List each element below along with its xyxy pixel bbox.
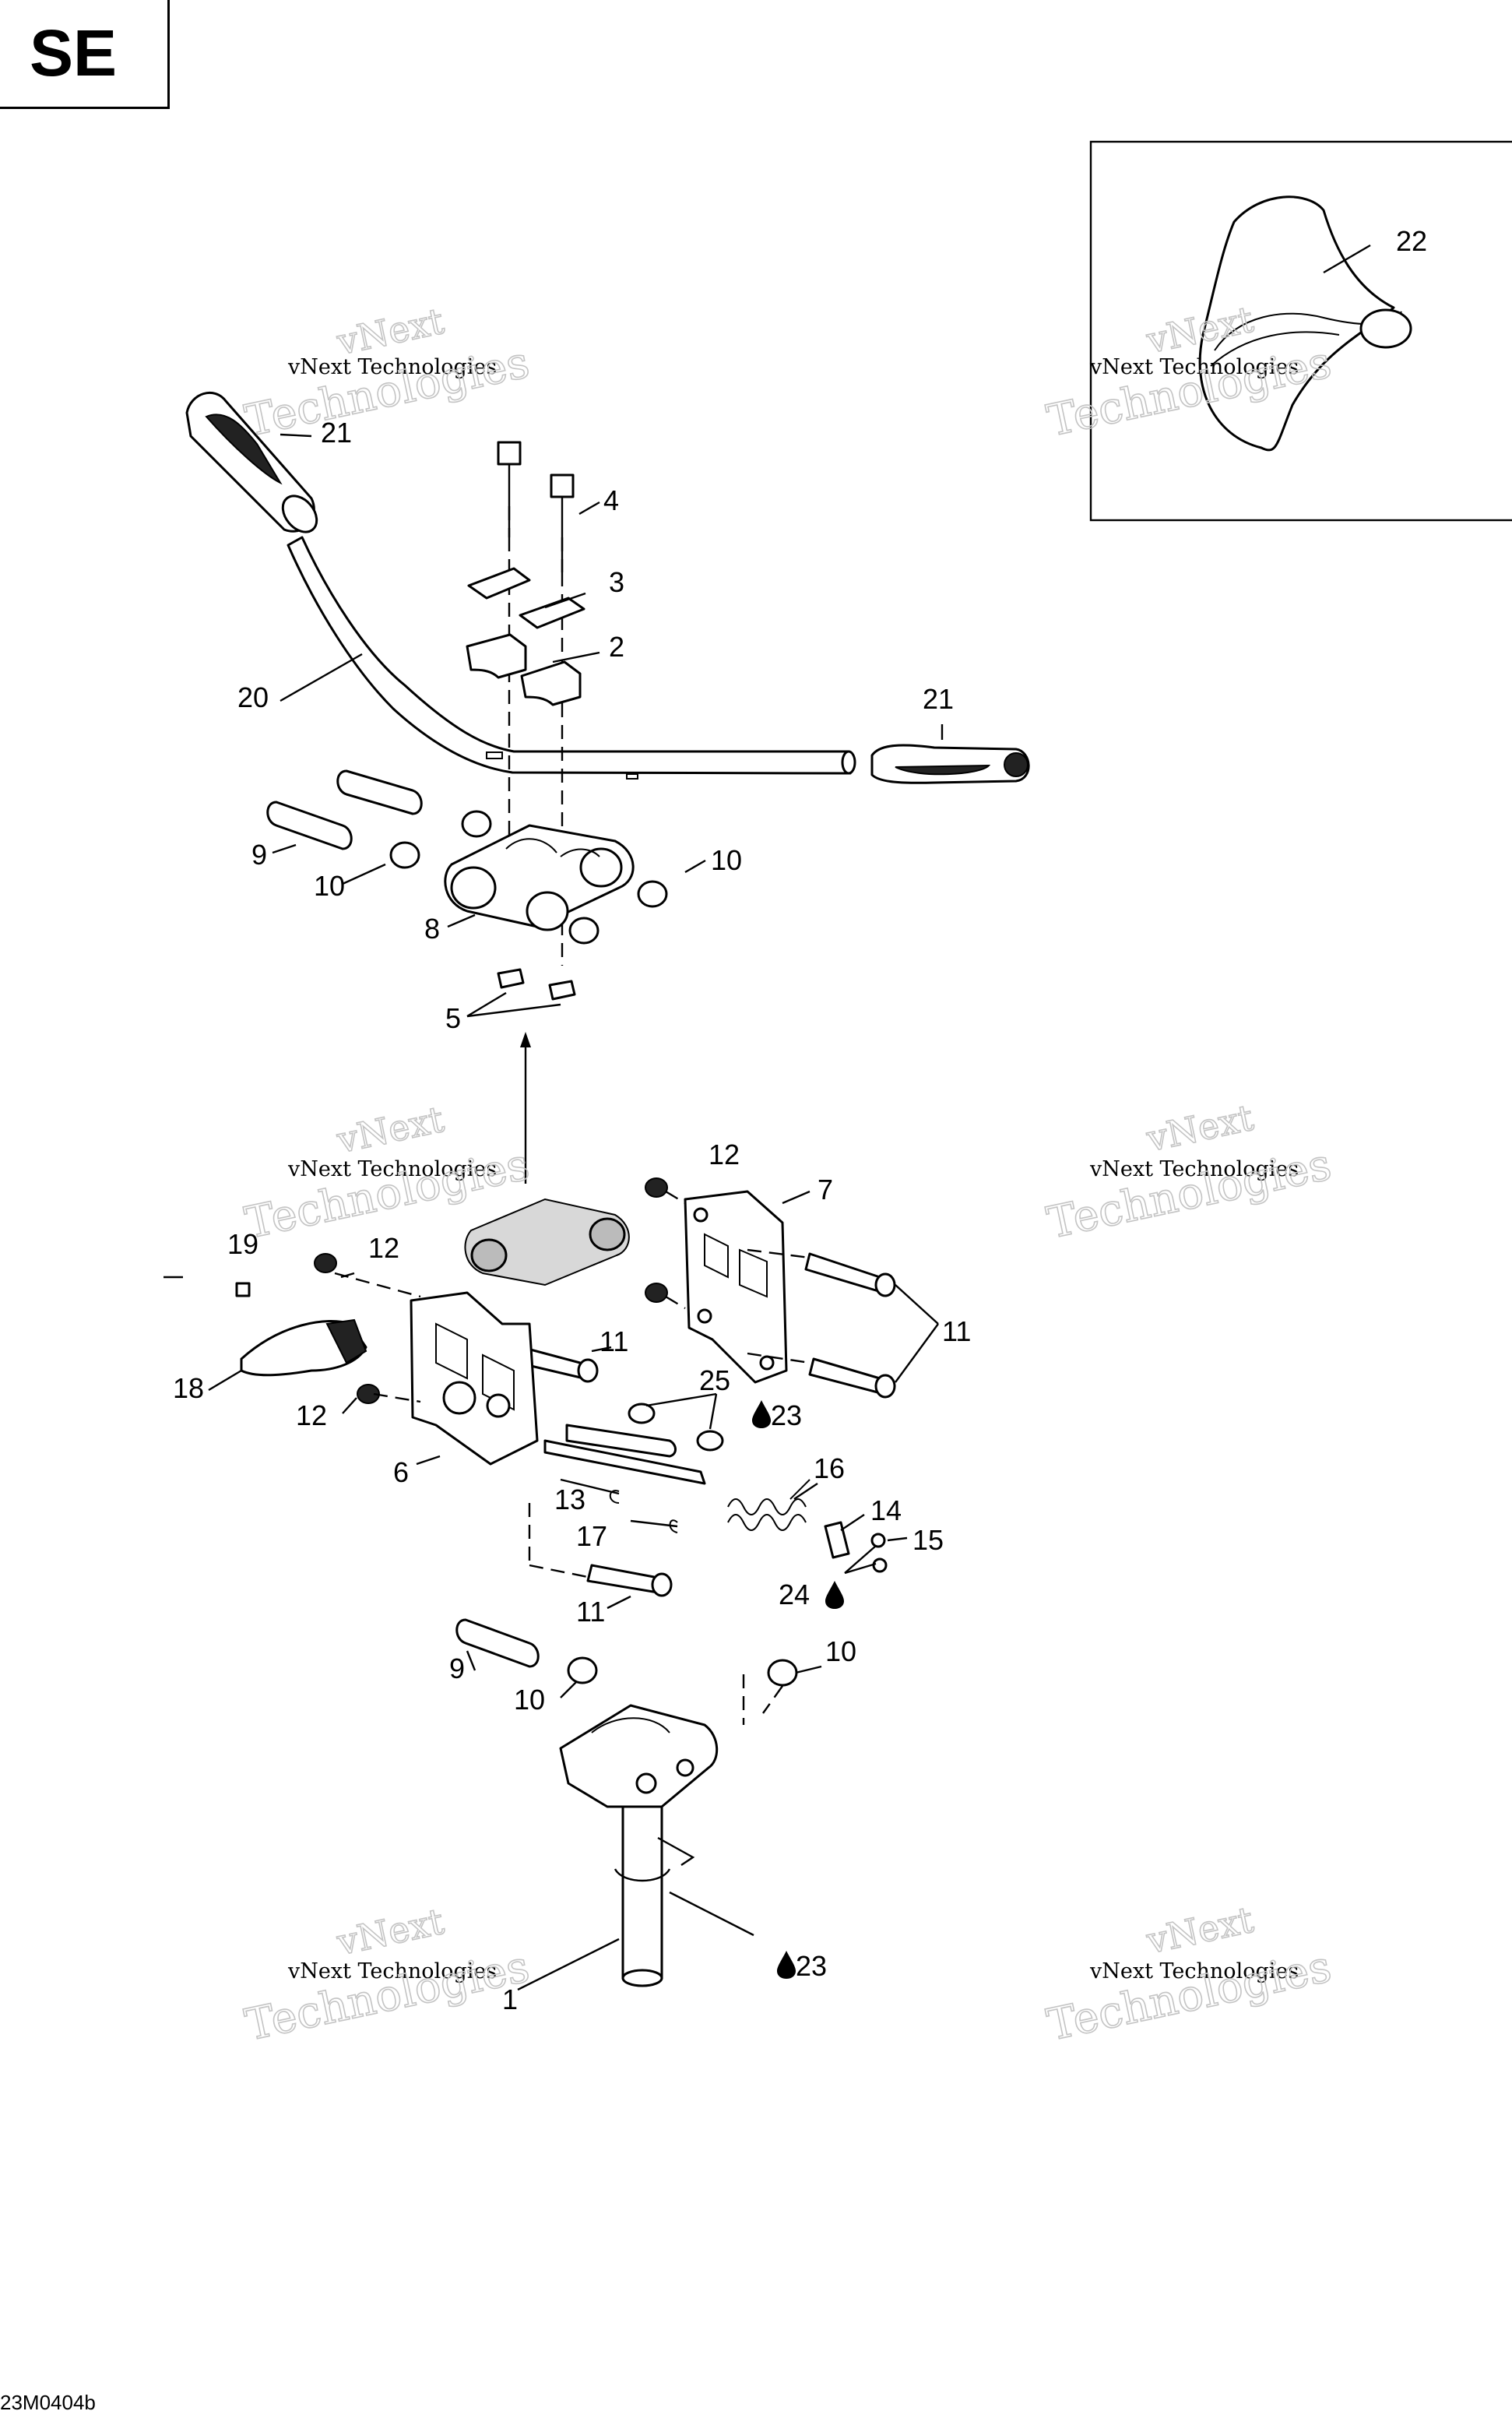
callout-1: 1 [502,1983,518,2015]
svg-text:Technologies: Technologies [1043,1139,1335,1249]
callout-12-top: 12 [709,1139,740,1170]
part-9-upper-tubes [266,769,423,850]
part-21-grip-right [870,744,1030,784]
part-18-throttle-lever [164,1276,367,1377]
part-9-lower-tube [455,1618,540,1668]
callout-17: 17 [576,1520,607,1552]
callout-10-lower-right: 10 [825,1635,856,1667]
callout-2: 2 [609,631,624,663]
callout-11-low: 11 [576,1596,605,1628]
svg-text:vNext Technologies: vNext Technologies [287,1157,497,1181]
svg-text:vNext Technologies: vNext Technologies [1089,355,1299,379]
svg-text:vNext: vNext [333,1900,448,1964]
svg-text:vNext: vNext [1142,1899,1257,1962]
part-8-riser-upper [444,824,635,931]
callout-21-left: 21 [321,417,352,449]
part-10-upper-bushings [389,810,668,945]
callout-12-mid: 12 [368,1232,399,1264]
callout-10-upper-right: 10 [711,844,742,876]
callout-24: 24 [779,1579,810,1610]
part-15-screws [870,1533,888,1573]
svg-text:vNext Technologies: vNext Technologies [1089,1157,1299,1181]
callout-10-upper-left: 10 [314,870,345,902]
section-code-box: SE [0,0,170,109]
callout-21-right: 21 [923,683,954,715]
callout-19: 19 [227,1228,258,1260]
callout-labels: 21 4 3 2 20 21 22 9 10 10 8 5 12 7 19 12… [173,225,1427,2015]
part-11-bolts [516,1248,896,1597]
callout-11-right: 11 [942,1315,971,1347]
svg-text:vNext Technologies: vNext Technologies [1089,1959,1299,1983]
part-6-bracket [410,1291,539,1466]
callout-23-mid: 23 [771,1399,802,1431]
svg-text:vNext: vNext [333,300,448,364]
callout-16: 16 [814,1452,845,1484]
part-17-clips [609,1490,678,1533]
callout-5: 5 [445,1002,461,1034]
callout-15: 15 [912,1524,944,1556]
drawing-reference: 23M0404b [0,2391,96,2414]
svg-text:vNext: vNext [333,1098,448,1162]
callout-20: 20 [237,681,269,713]
callout-12-low: 12 [296,1399,327,1431]
callout-7: 7 [818,1174,833,1205]
part-16-spring [727,1479,811,1531]
part-7-bracket [684,1190,788,1384]
callout-11-mid: 11 [600,1325,628,1357]
part-10-lower-bushings [567,1656,798,1687]
inset-panel [1089,140,1512,522]
callout-13: 13 [554,1484,585,1515]
callout-23-low: 23 [796,1950,827,1982]
svg-text:Technologies: Technologies [241,1941,533,2051]
oil-drop-icon [752,1400,844,1979]
arrow-head [520,1032,531,1047]
part-13-shaft [543,1424,706,1485]
svg-text:vNext: vNext [1142,1096,1257,1160]
svg-text:vNext Technologies: vNext Technologies [287,355,497,379]
svg-text:vNext Technologies: vNext Technologies [287,1959,497,1983]
callout-6: 6 [393,1456,409,1488]
callout-18: 18 [173,1372,204,1404]
callout-25: 25 [699,1364,730,1396]
callout-8: 8 [424,913,440,945]
callout-10-lower-left: 10 [514,1684,545,1716]
watermark-group: vNext vNext Technologies Technologies vN… [241,297,1337,2052]
callout-22: 22 [1396,225,1427,257]
part-1-steering-column [559,1704,719,1987]
part-25-washers [628,1403,724,1452]
svg-text:Technologies: Technologies [241,337,533,447]
callout-4: 4 [603,484,619,516]
callout-3: 3 [609,566,624,598]
svg-text:Technologies: Technologies [1043,337,1335,447]
part-2-clamps [466,633,582,706]
part-3-plates [467,567,585,629]
part-14-plate [824,1521,850,1559]
part-20-handlebar [287,536,856,780]
callout-9-lower: 9 [449,1652,465,1684]
part-12-washers [314,1177,668,1404]
riser-mount-ghost [464,1198,630,1286]
leader-lines [208,244,1371,1991]
part-22-cover [1198,195,1395,452]
part-21-grip-left [185,391,318,533]
svg-text:Technologies: Technologies [1043,1941,1335,2051]
section-code: SE [30,16,118,90]
callout-14: 14 [870,1494,902,1526]
callout-9-upper: 9 [251,839,267,871]
part-5-nuts [497,968,576,1001]
